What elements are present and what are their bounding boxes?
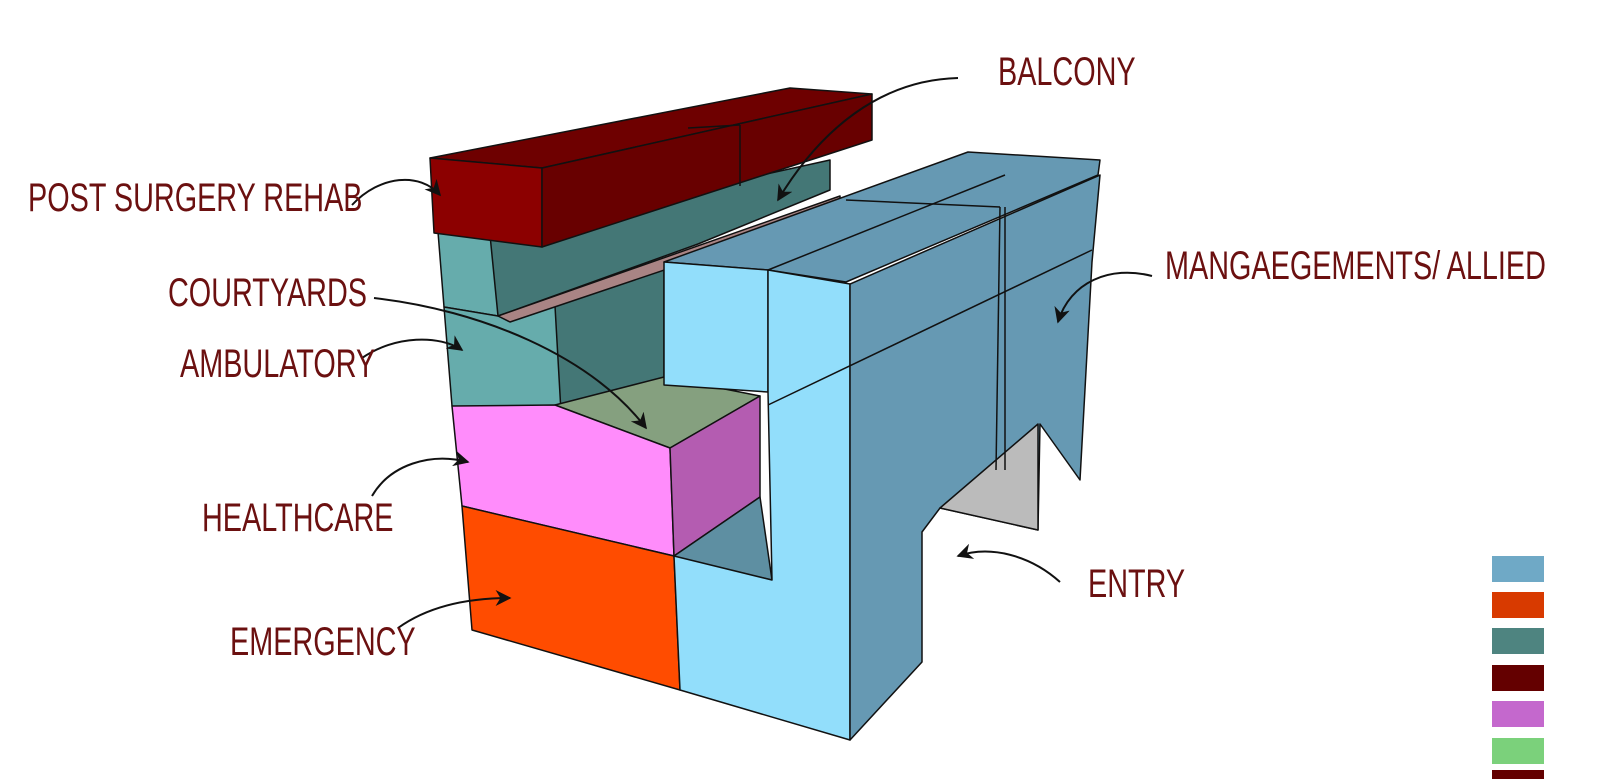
arrow-courtyards xyxy=(373,297,647,430)
label-emergency: EMERGENCY xyxy=(230,620,416,664)
management-upper-front xyxy=(663,261,769,393)
arrow-healthcare xyxy=(371,450,470,497)
legend-swatch-extra xyxy=(1492,770,1544,779)
arrow-emergency xyxy=(397,590,512,629)
management-bay-seam xyxy=(995,206,1001,471)
entry-void xyxy=(939,423,1039,531)
arrow-entry xyxy=(956,543,1061,583)
rehab-front xyxy=(429,157,543,248)
management-floor-seam xyxy=(767,249,1093,406)
label-healthcare: HEALTHCARE xyxy=(202,496,394,540)
legend-swatch-management xyxy=(1492,556,1544,582)
legend-swatch-rehab xyxy=(1492,665,1544,691)
label-arrows xyxy=(351,77,1153,629)
label-managements-allied: MANGAEGEMENTS/ ALLIED xyxy=(1165,244,1546,288)
rehab-top-joint xyxy=(687,124,741,129)
label-balcony: BALCONY xyxy=(998,50,1136,94)
ambulatory-front-upper xyxy=(437,231,499,317)
ambulatory-front-lower xyxy=(443,305,563,431)
arrow-balcony xyxy=(777,77,959,202)
rehab-side xyxy=(541,93,873,248)
label-courtyards: COURTYARDS xyxy=(168,271,367,315)
arrow-ambulatory xyxy=(361,335,464,359)
label-entry: ENTRY xyxy=(1088,562,1186,606)
arrow-post-surgery-rehab xyxy=(351,178,442,206)
legend-swatch-courtyard xyxy=(1492,738,1544,764)
legend-swatch-emergency xyxy=(1492,592,1544,618)
management-top-seam-2 xyxy=(845,199,1001,208)
legend-swatch-healthcare xyxy=(1492,701,1544,727)
label-post-surgery-rehab: POST SURGERY REHAB xyxy=(28,176,363,220)
label-ambulatory: AMBULATORY xyxy=(180,342,376,386)
legend-swatch-ambulatory xyxy=(1492,628,1544,654)
management-block xyxy=(663,151,1101,741)
arrow-managements xyxy=(1054,271,1153,324)
management-top-seam-1 xyxy=(767,174,1006,271)
